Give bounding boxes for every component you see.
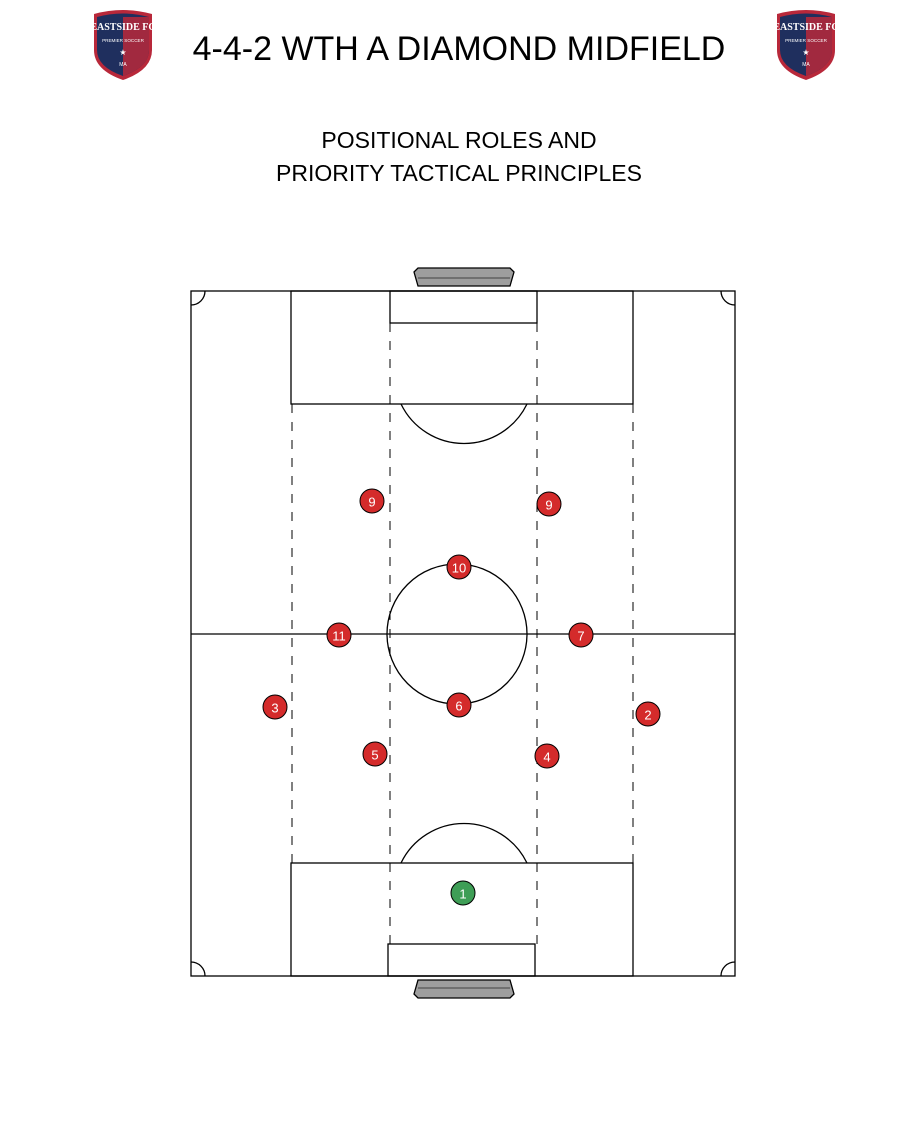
player-number: 2 (644, 708, 651, 723)
player-circle (450, 880, 476, 906)
player-number: 10 (452, 561, 466, 576)
player-marker: 10 (446, 554, 472, 580)
player-marker: 9 (359, 488, 385, 514)
bottom-six-yard-box (387, 943, 536, 977)
player-marker: 6 (446, 692, 472, 718)
player-marker: 4 (534, 743, 560, 769)
bottom-penalty-arc (400, 822, 528, 864)
player-number: 9 (368, 495, 375, 510)
player-number: 1 (459, 887, 466, 902)
player-marker: 7 (568, 622, 594, 648)
corner-arc (190, 290, 206, 306)
player-number: 3 (271, 701, 278, 716)
subtitle-line-2: PRIORITY TACTICAL PRINCIPLES (276, 160, 642, 186)
star-icon: ★ (119, 48, 126, 57)
player-marker: 9 (536, 491, 562, 517)
player-circle (359, 488, 385, 514)
bottom-goal (413, 979, 515, 999)
crest-name: EASTSIDE FC (91, 22, 155, 33)
player-circle (536, 491, 562, 517)
corner-arc (720, 961, 736, 977)
players-layer: 9 9 10 11 7 3 6 2 5 4 1 (262, 488, 661, 906)
player-circle (446, 554, 472, 580)
player-marker: 11 (326, 622, 352, 648)
player-number: 9 (545, 498, 552, 513)
player-number: 11 (332, 629, 346, 644)
player-number: 6 (455, 699, 462, 714)
player-marker-goalkeeper: 1 (450, 880, 476, 906)
crest-region: MA (802, 62, 810, 68)
player-circle (362, 741, 388, 767)
star-icon: ★ (802, 48, 809, 57)
player-circle (568, 622, 594, 648)
corner-arc (190, 961, 206, 977)
player-marker: 2 (635, 701, 661, 727)
crest-name: EASTSIDE FC (774, 22, 838, 33)
subtitle-line-1: POSITIONAL ROLES AND (321, 127, 597, 153)
player-marker: 5 (362, 741, 388, 767)
page-title: 4-4-2 WTH A DIAMOND MIDFIELD (192, 30, 726, 68)
player-circle (326, 622, 352, 648)
crest-tagline: PREMIER SOCCER (785, 38, 828, 43)
top-penalty-arc (400, 403, 528, 445)
player-number: 4 (543, 750, 550, 765)
crest-region: MA (119, 62, 127, 68)
eastside-fc-crest-left: EASTSIDE FC PREMIER SOCCER ★ MA (91, 10, 155, 80)
player-number: 7 (577, 629, 584, 644)
top-goal (413, 267, 515, 287)
corner-arc (720, 290, 736, 306)
eastside-fc-crest-right: EASTSIDE FC PREMIER SOCCER ★ MA (774, 10, 838, 80)
top-six-yard-box (389, 290, 538, 324)
player-circle (635, 701, 661, 727)
player-circle (446, 692, 472, 718)
player-circle (534, 743, 560, 769)
crest-tagline: PREMIER SOCCER (102, 38, 145, 43)
player-number: 5 (371, 748, 378, 763)
player-marker: 3 (262, 694, 288, 720)
player-circle (262, 694, 288, 720)
